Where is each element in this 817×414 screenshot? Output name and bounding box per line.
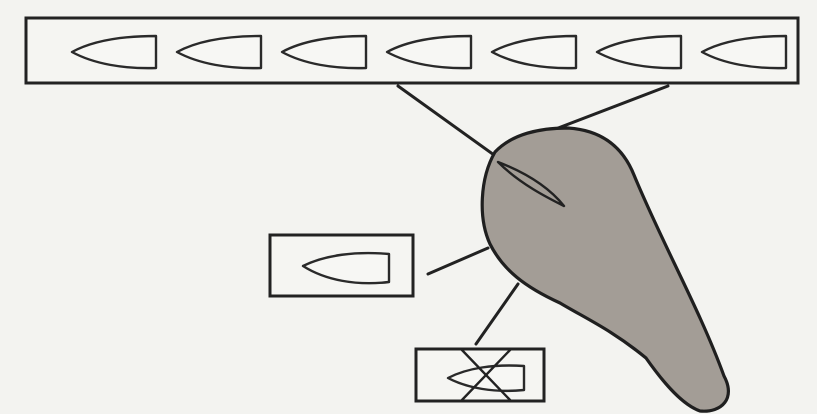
connector-line-right (553, 86, 668, 130)
bullet-row-box (26, 18, 798, 83)
connector-line-left (398, 86, 508, 165)
crossed-bullet-box (416, 349, 544, 401)
single-bullet-box (270, 235, 413, 296)
connector-line-middle (428, 248, 488, 274)
connector-line-bottom (476, 284, 518, 344)
